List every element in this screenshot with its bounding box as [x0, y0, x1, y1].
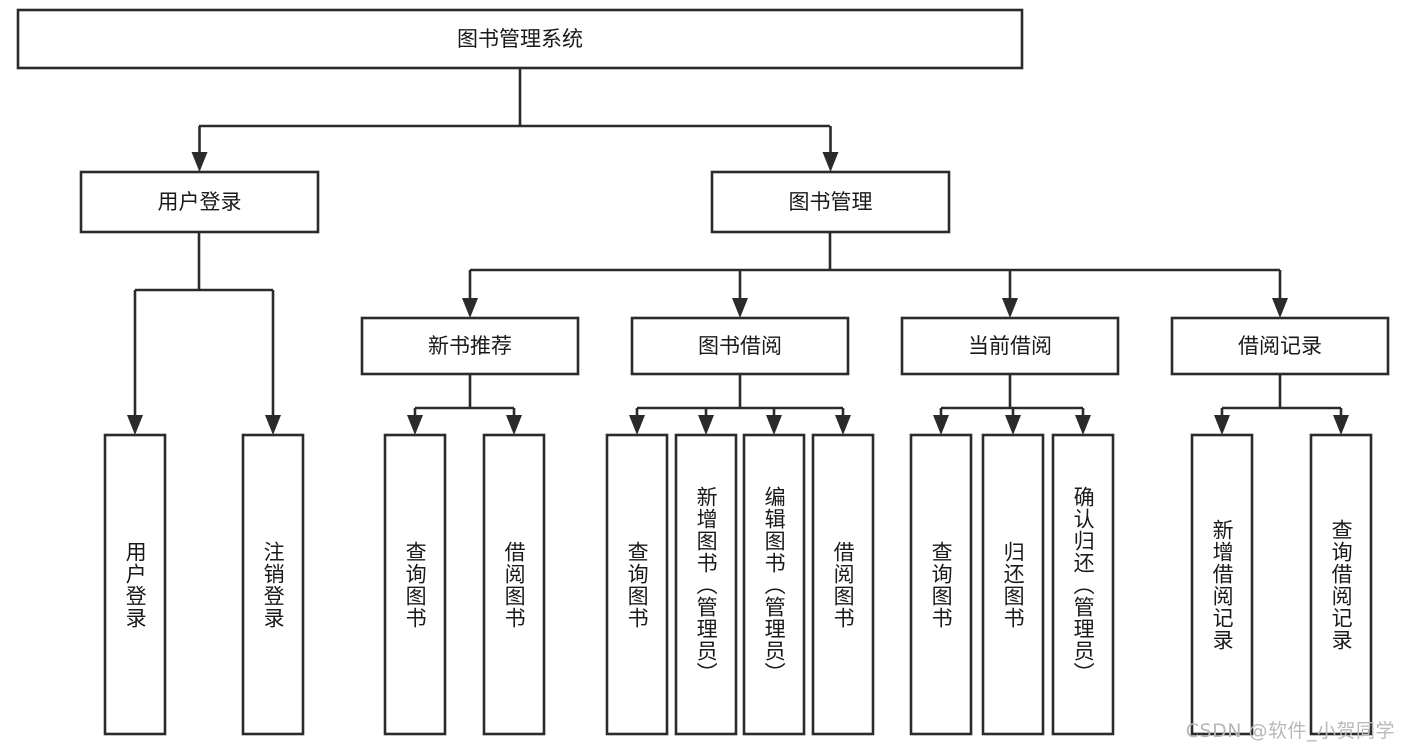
node-leaf-query-book-2[interactable] [605, 433, 669, 736]
arrow-to-user-login [191, 152, 208, 172]
node-root-system-label: 图书管理系统 [457, 27, 583, 51]
node-leaf-add-record[interactable] [1190, 433, 1254, 736]
node-leaf-confirm-return[interactable] [1051, 433, 1115, 736]
arrow-to-leaf-edit-book [766, 415, 782, 435]
node-leaf-logout[interactable] [241, 433, 305, 736]
arrow-to-leaf-add-book [698, 415, 714, 435]
node-book-manage-label: 图书管理 [789, 190, 873, 214]
node-borrow-record-label: 借阅记录 [1238, 334, 1322, 358]
arrow-to-book-manage [822, 152, 839, 172]
arrow-to-leaf-borrow-book-2 [835, 415, 851, 435]
node-borrow-record[interactable] [1170, 316, 1390, 376]
arrow-to-new-book-recommend [462, 298, 478, 318]
node-leaf-user-login[interactable] [103, 433, 167, 736]
node-user-login-label: 用户登录 [158, 190, 242, 214]
node-leaf-query-book-1[interactable] [383, 433, 447, 736]
node-current-borrow-label: 当前借阅 [968, 334, 1052, 358]
node-book-borrow[interactable] [630, 316, 850, 376]
node-leaf-borrow-book-1[interactable] [482, 433, 546, 736]
box-layer [16, 8, 1390, 736]
node-book-borrow-label: 图书借阅 [698, 334, 782, 358]
node-leaf-query-book-3[interactable] [909, 433, 973, 736]
arrow-to-borrow-record [1272, 298, 1288, 318]
arrow-to-leaf-query-book-2 [629, 415, 645, 435]
node-new-book-recommend[interactable] [360, 316, 580, 376]
arrow-to-leaf-confirm-return [1075, 415, 1091, 435]
node-new-book-recommend-label: 新书推荐 [428, 334, 512, 358]
arrow-to-leaf-borrow-book-1 [506, 415, 522, 435]
node-current-borrow[interactable] [900, 316, 1120, 376]
node-leaf-return-book[interactable] [981, 433, 1045, 736]
node-leaf-query-record[interactable] [1309, 433, 1373, 736]
arrow-to-leaf-query-book-3 [933, 415, 949, 435]
node-book-manage[interactable] [710, 170, 951, 234]
node-user-login[interactable] [79, 170, 320, 234]
node-leaf-edit-book[interactable] [742, 433, 806, 736]
arrow-to-leaf-user-login [127, 415, 143, 435]
arrow-to-leaf-add-record [1214, 415, 1230, 435]
arrow-to-leaf-query-book-1 [407, 415, 423, 435]
arrow-to-leaf-logout [265, 415, 281, 435]
node-leaf-borrow-book-2[interactable] [811, 433, 875, 736]
connector-layer [127, 68, 1349, 435]
node-leaf-add-book[interactable] [674, 433, 738, 736]
arrow-to-book-borrow [732, 298, 748, 318]
csdn-watermark: CSDN @软件_小贺同学 [1185, 720, 1395, 742]
node-root-system[interactable] [16, 8, 1024, 70]
arrow-to-leaf-query-record [1333, 415, 1349, 435]
arrow-to-current-borrow [1002, 298, 1018, 318]
arrow-to-leaf-return-book [1005, 415, 1021, 435]
